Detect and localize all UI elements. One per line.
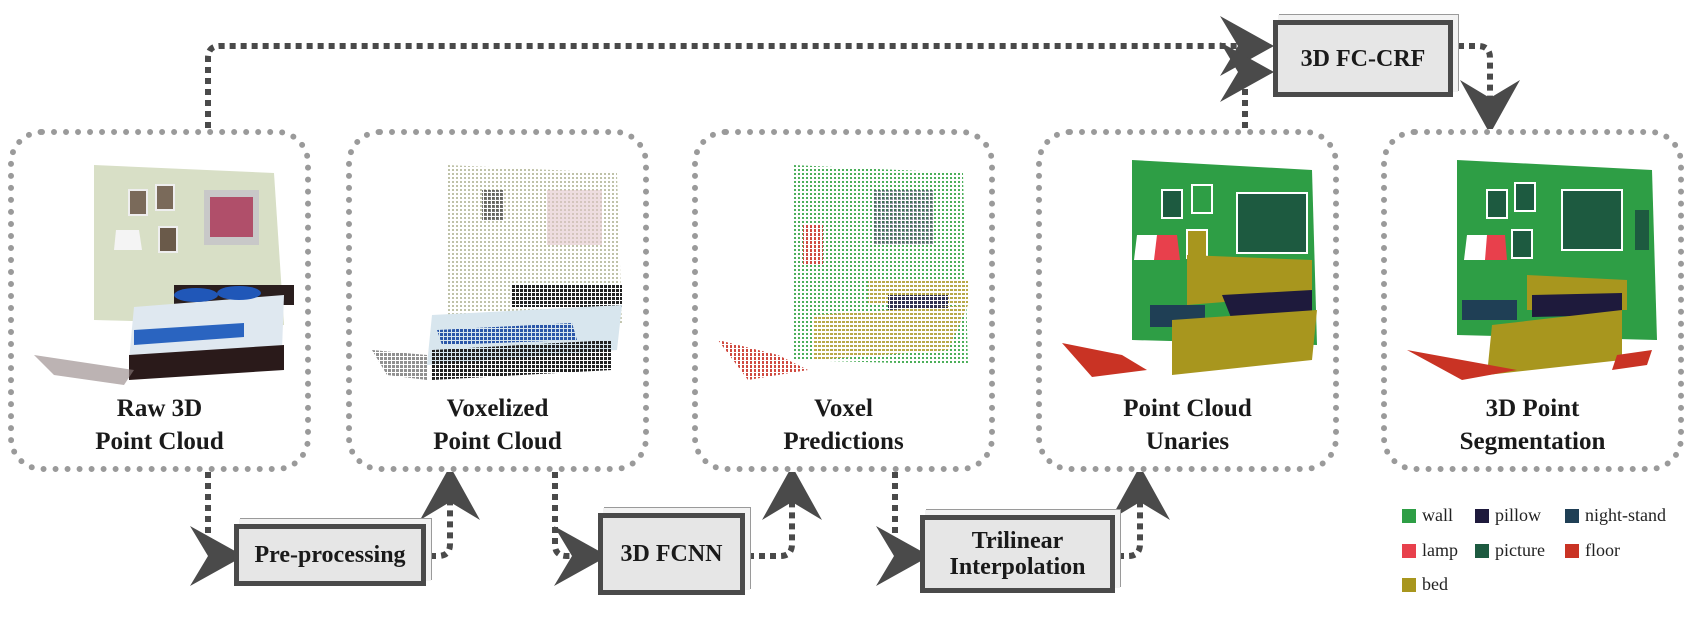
arrow-raw-to-crf [205, 16, 1274, 128]
arrow-unaries-to-crf [1220, 42, 1274, 128]
panel-label: Voxel Predictions [783, 395, 904, 455]
panel-point-cloud-unaries: Point Cloud Unaries [1036, 129, 1339, 472]
swatch-wall [1402, 508, 1416, 523]
legend-item-picture: picture [1475, 540, 1545, 561]
swatch-lamp [1402, 543, 1416, 558]
arrow-voxelpred-to-trilinear [876, 472, 930, 586]
panel-3d-point-segmentation: 3D Point Segmentation [1381, 129, 1684, 472]
segmentation-result-image [1407, 160, 1657, 380]
swatch-picture [1475, 543, 1489, 558]
crf-label: 3D FC-CRF [1300, 45, 1426, 72]
legend-item-wall: wall [1402, 505, 1453, 526]
3d-fcnn-module: 3D FCNN [598, 513, 745, 595]
panel-label: Voxelized Point Cloud [433, 395, 562, 455]
preprocessing-module: Pre-processing [234, 524, 426, 586]
panel-raw-point-cloud: Raw 3D Point Cloud [8, 129, 311, 472]
legend-item-bed: bed [1402, 574, 1448, 595]
raw-point-cloud-image [34, 165, 294, 385]
preprocessing-label: Pre-processing [254, 542, 406, 568]
panel-label: Raw 3D Point Cloud [95, 395, 224, 455]
panel-label: 3D Point Segmentation [1459, 395, 1606, 455]
fcnn-label: 3D FCNN [620, 541, 723, 567]
arrow-fcnn-to-voxelpred [748, 466, 822, 559]
trilinear-label: Trilinear Interpolation [949, 528, 1086, 580]
arrow-voxelized-to-fcnn [552, 472, 608, 586]
arrow-crf-to-segmentation [1458, 43, 1520, 134]
arrow-raw-to-preprocessing [190, 472, 244, 586]
swatch-bed [1402, 577, 1416, 592]
legend-item-pillow: pillow [1475, 505, 1541, 526]
arrow-trilinear-to-unaries [1110, 466, 1170, 559]
panel-voxel-predictions: Voxel Predictions [692, 129, 995, 472]
legend-item-lamp: lamp [1402, 540, 1458, 561]
arrow-preprocessing-to-voxelized [420, 466, 480, 559]
trilinear-interpolation-module: Trilinear Interpolation [920, 515, 1115, 593]
legend-item-floor: floor [1565, 540, 1620, 561]
voxelized-point-cloud-image [372, 165, 622, 380]
legend-item-night-stand: night-stand [1565, 505, 1666, 526]
point-cloud-unaries-image [1062, 160, 1317, 377]
panel-label: Point Cloud Unaries [1123, 395, 1252, 455]
swatch-pillow [1475, 508, 1489, 523]
panel-voxelized-point-cloud: Voxelized Point Cloud [346, 129, 649, 472]
swatch-floor [1565, 543, 1579, 558]
swatch-night-stand [1565, 508, 1579, 523]
voxel-predictions-image [718, 165, 968, 380]
3d-fc-crf-module: 3D FC-CRF [1273, 20, 1453, 97]
